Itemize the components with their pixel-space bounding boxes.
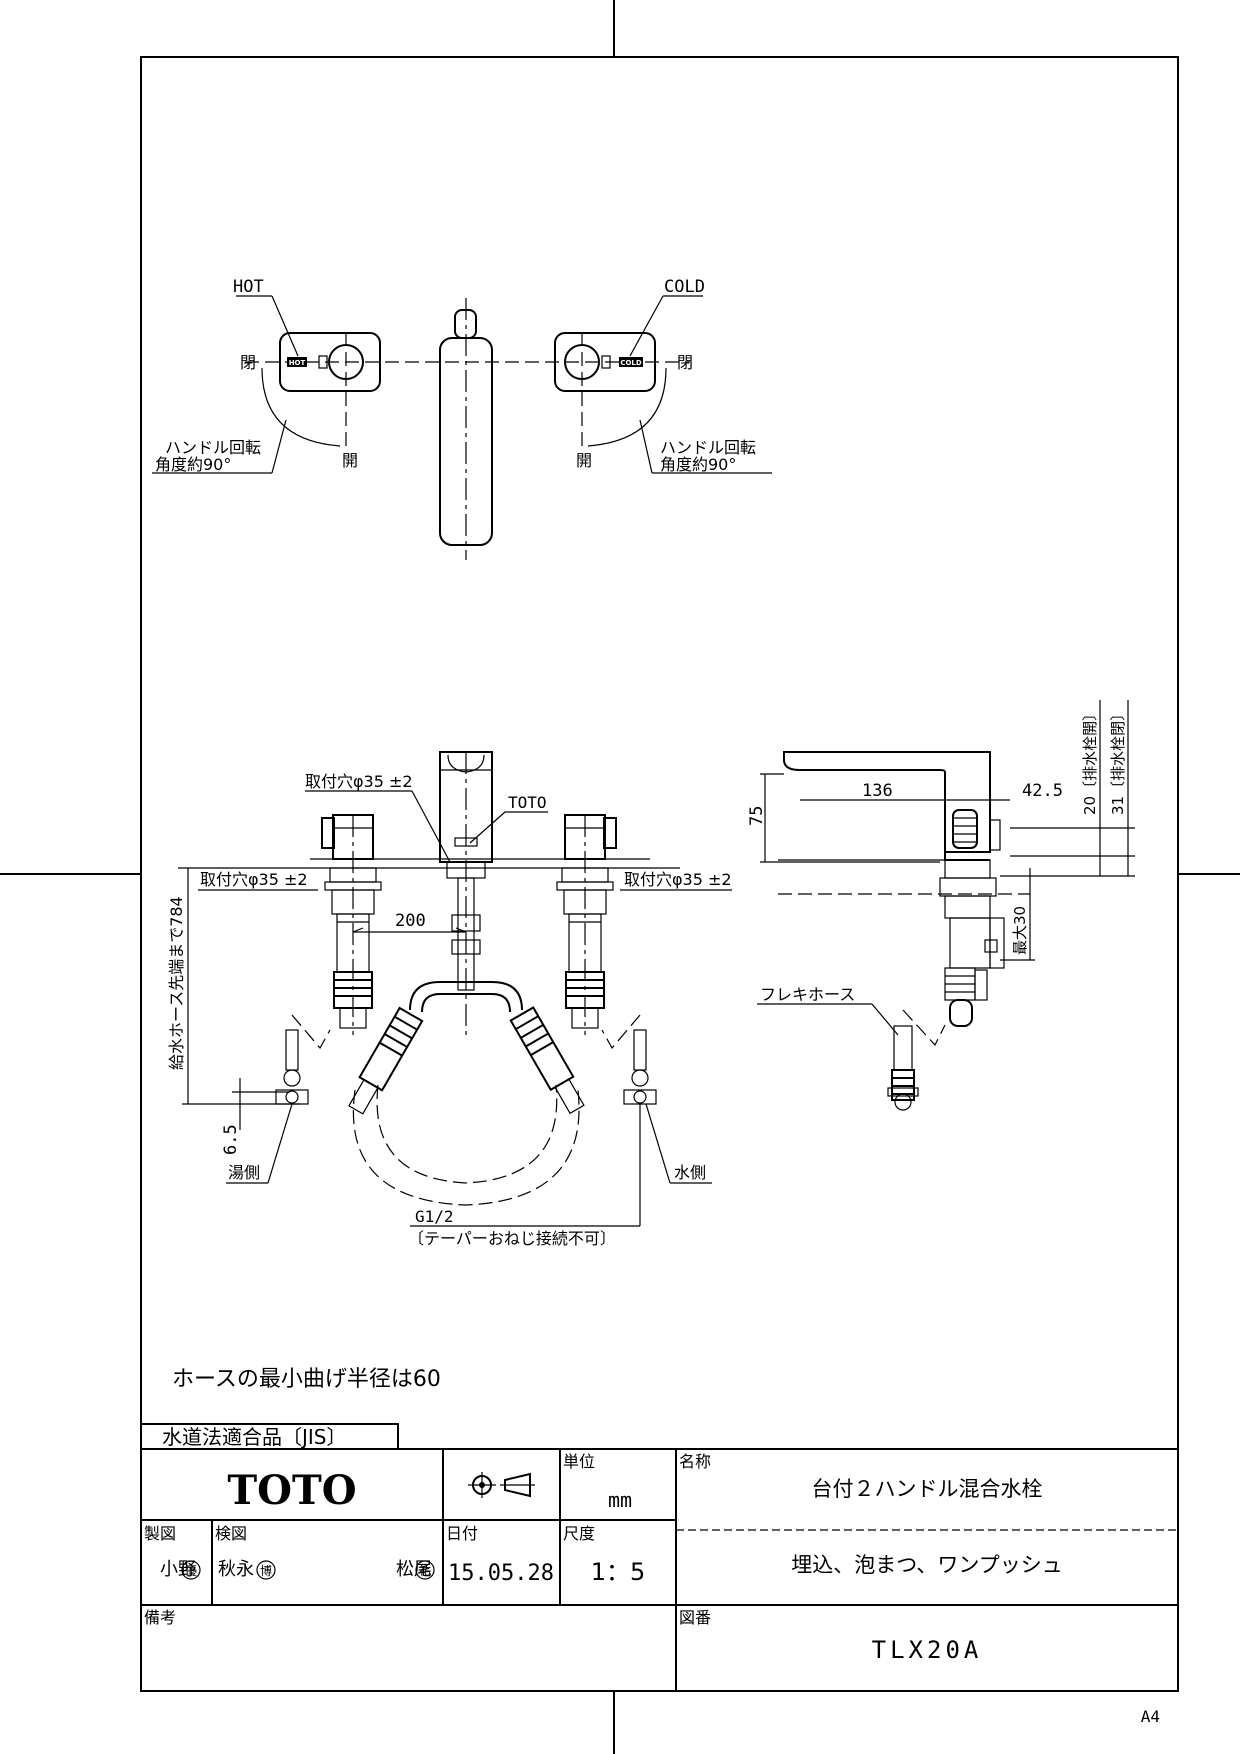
hole-dim-left: 取付穴φ35 ±2	[200, 870, 308, 889]
name-label: 名称	[679, 1452, 711, 1471]
open-label-left: 開	[342, 451, 358, 470]
drawn-seal: 優	[181, 1560, 201, 1580]
bend-radius-note: ホースの最小曲げ半径は60	[172, 1367, 441, 1392]
hot-badge: HOT	[289, 359, 306, 367]
third-angle-projection-icon	[468, 1472, 535, 1498]
paper-size-label: A4	[1141, 1707, 1160, 1726]
title-block: 水道法適合品〔JIS〕 TOTO 単位 mm 名称 台付２ハンドル混合水栓 製図…	[140, 1423, 1178, 1691]
flex-hose-label: フレキホース	[760, 985, 855, 1004]
dim-31-drain-closed: 31〔排水栓閉〕	[1109, 706, 1127, 815]
product-description: 埋込、泡まつ、ワンプッシュ	[791, 1553, 1063, 1577]
side-view: 136 75 42.5 20〔排水栓開〕 31〔排水栓閉〕 最大30 フレキホー…	[747, 700, 1135, 1111]
jis-compliance-label: 水道法適合品〔JIS〕	[162, 1425, 347, 1449]
cold-side-label: 水側	[674, 1163, 706, 1182]
close-label-right: 閉	[677, 353, 693, 372]
cold-badge: COLD	[620, 359, 642, 367]
scale-value: 1：5	[591, 1558, 646, 1586]
svg-text:博: 博	[260, 1563, 272, 1578]
scale-label: 尺度	[563, 1524, 595, 1543]
rotation-note-right-1: ハンドル回転	[660, 438, 756, 457]
hose-length-dim: 給水ホース先端まで784	[167, 896, 186, 1070]
dim-20-drain-open: 20〔排水栓開〕	[1081, 706, 1099, 815]
date-value: 15.05.28	[448, 1561, 554, 1586]
max-30-dim: 最大30	[1011, 906, 1029, 955]
thread-spec: G1/2	[415, 1207, 454, 1226]
dim-6-5: 6.5	[221, 1124, 241, 1155]
hole-dim-right: 取付穴φ35 ±2	[624, 870, 732, 889]
svg-text:優: 優	[185, 1564, 197, 1578]
thread-note: 〔テーパーおねじ接続不可〕	[408, 1229, 616, 1248]
dim-136: 136	[862, 781, 893, 801]
drawn-name: 小野	[160, 1559, 196, 1580]
front-view: 取付穴φ35 ±2 TOTO 取付穴φ35 ±2 取付穴φ35 ±2 200 給…	[167, 751, 732, 1248]
rotation-note-right-2: 角度約90°	[660, 455, 736, 474]
approved-name: 松尾	[396, 1559, 432, 1580]
product-name: 台付２ハンドル混合水栓	[812, 1477, 1043, 1501]
rotation-note-left-1: ハンドル回転	[165, 438, 261, 457]
dim-75: 75	[747, 806, 767, 826]
drawn-label: 製図	[144, 1524, 176, 1543]
checked-label: 検図	[215, 1524, 247, 1543]
drawing-number: TLX20A	[872, 1636, 983, 1664]
top-view: HOT COLD HOT COLD 閉 閉 開 開 ハンドル回転 角度約90°	[152, 277, 772, 560]
svg-text:祐: 祐	[419, 1564, 431, 1578]
date-label: 日付	[446, 1524, 478, 1543]
unit-label: 単位	[563, 1452, 595, 1471]
unit-value: mm	[608, 1488, 632, 1512]
toto-logo: TOTO	[227, 1467, 356, 1514]
drawing-number-label: 図番	[679, 1608, 711, 1627]
hole-dim-top: 取付穴φ35 ±2	[305, 772, 413, 791]
checked-name: 秋永	[218, 1559, 254, 1580]
hot-label: HOT	[233, 277, 264, 297]
remarks-label: 備考	[144, 1608, 176, 1627]
hot-side-label: 湯側	[228, 1163, 260, 1182]
open-label-right: 開	[576, 451, 592, 470]
cold-label: COLD	[664, 277, 705, 297]
checked-seal: 博	[256, 1560, 276, 1580]
rotation-note-left-2: 角度約90°	[155, 455, 231, 474]
approved-seal: 祐	[415, 1560, 435, 1580]
dim-200: 200	[395, 911, 426, 931]
toto-tag-label: TOTO	[508, 793, 547, 812]
close-label-left: 閉	[240, 353, 256, 372]
dim-42-5: 42.5	[1022, 781, 1063, 801]
